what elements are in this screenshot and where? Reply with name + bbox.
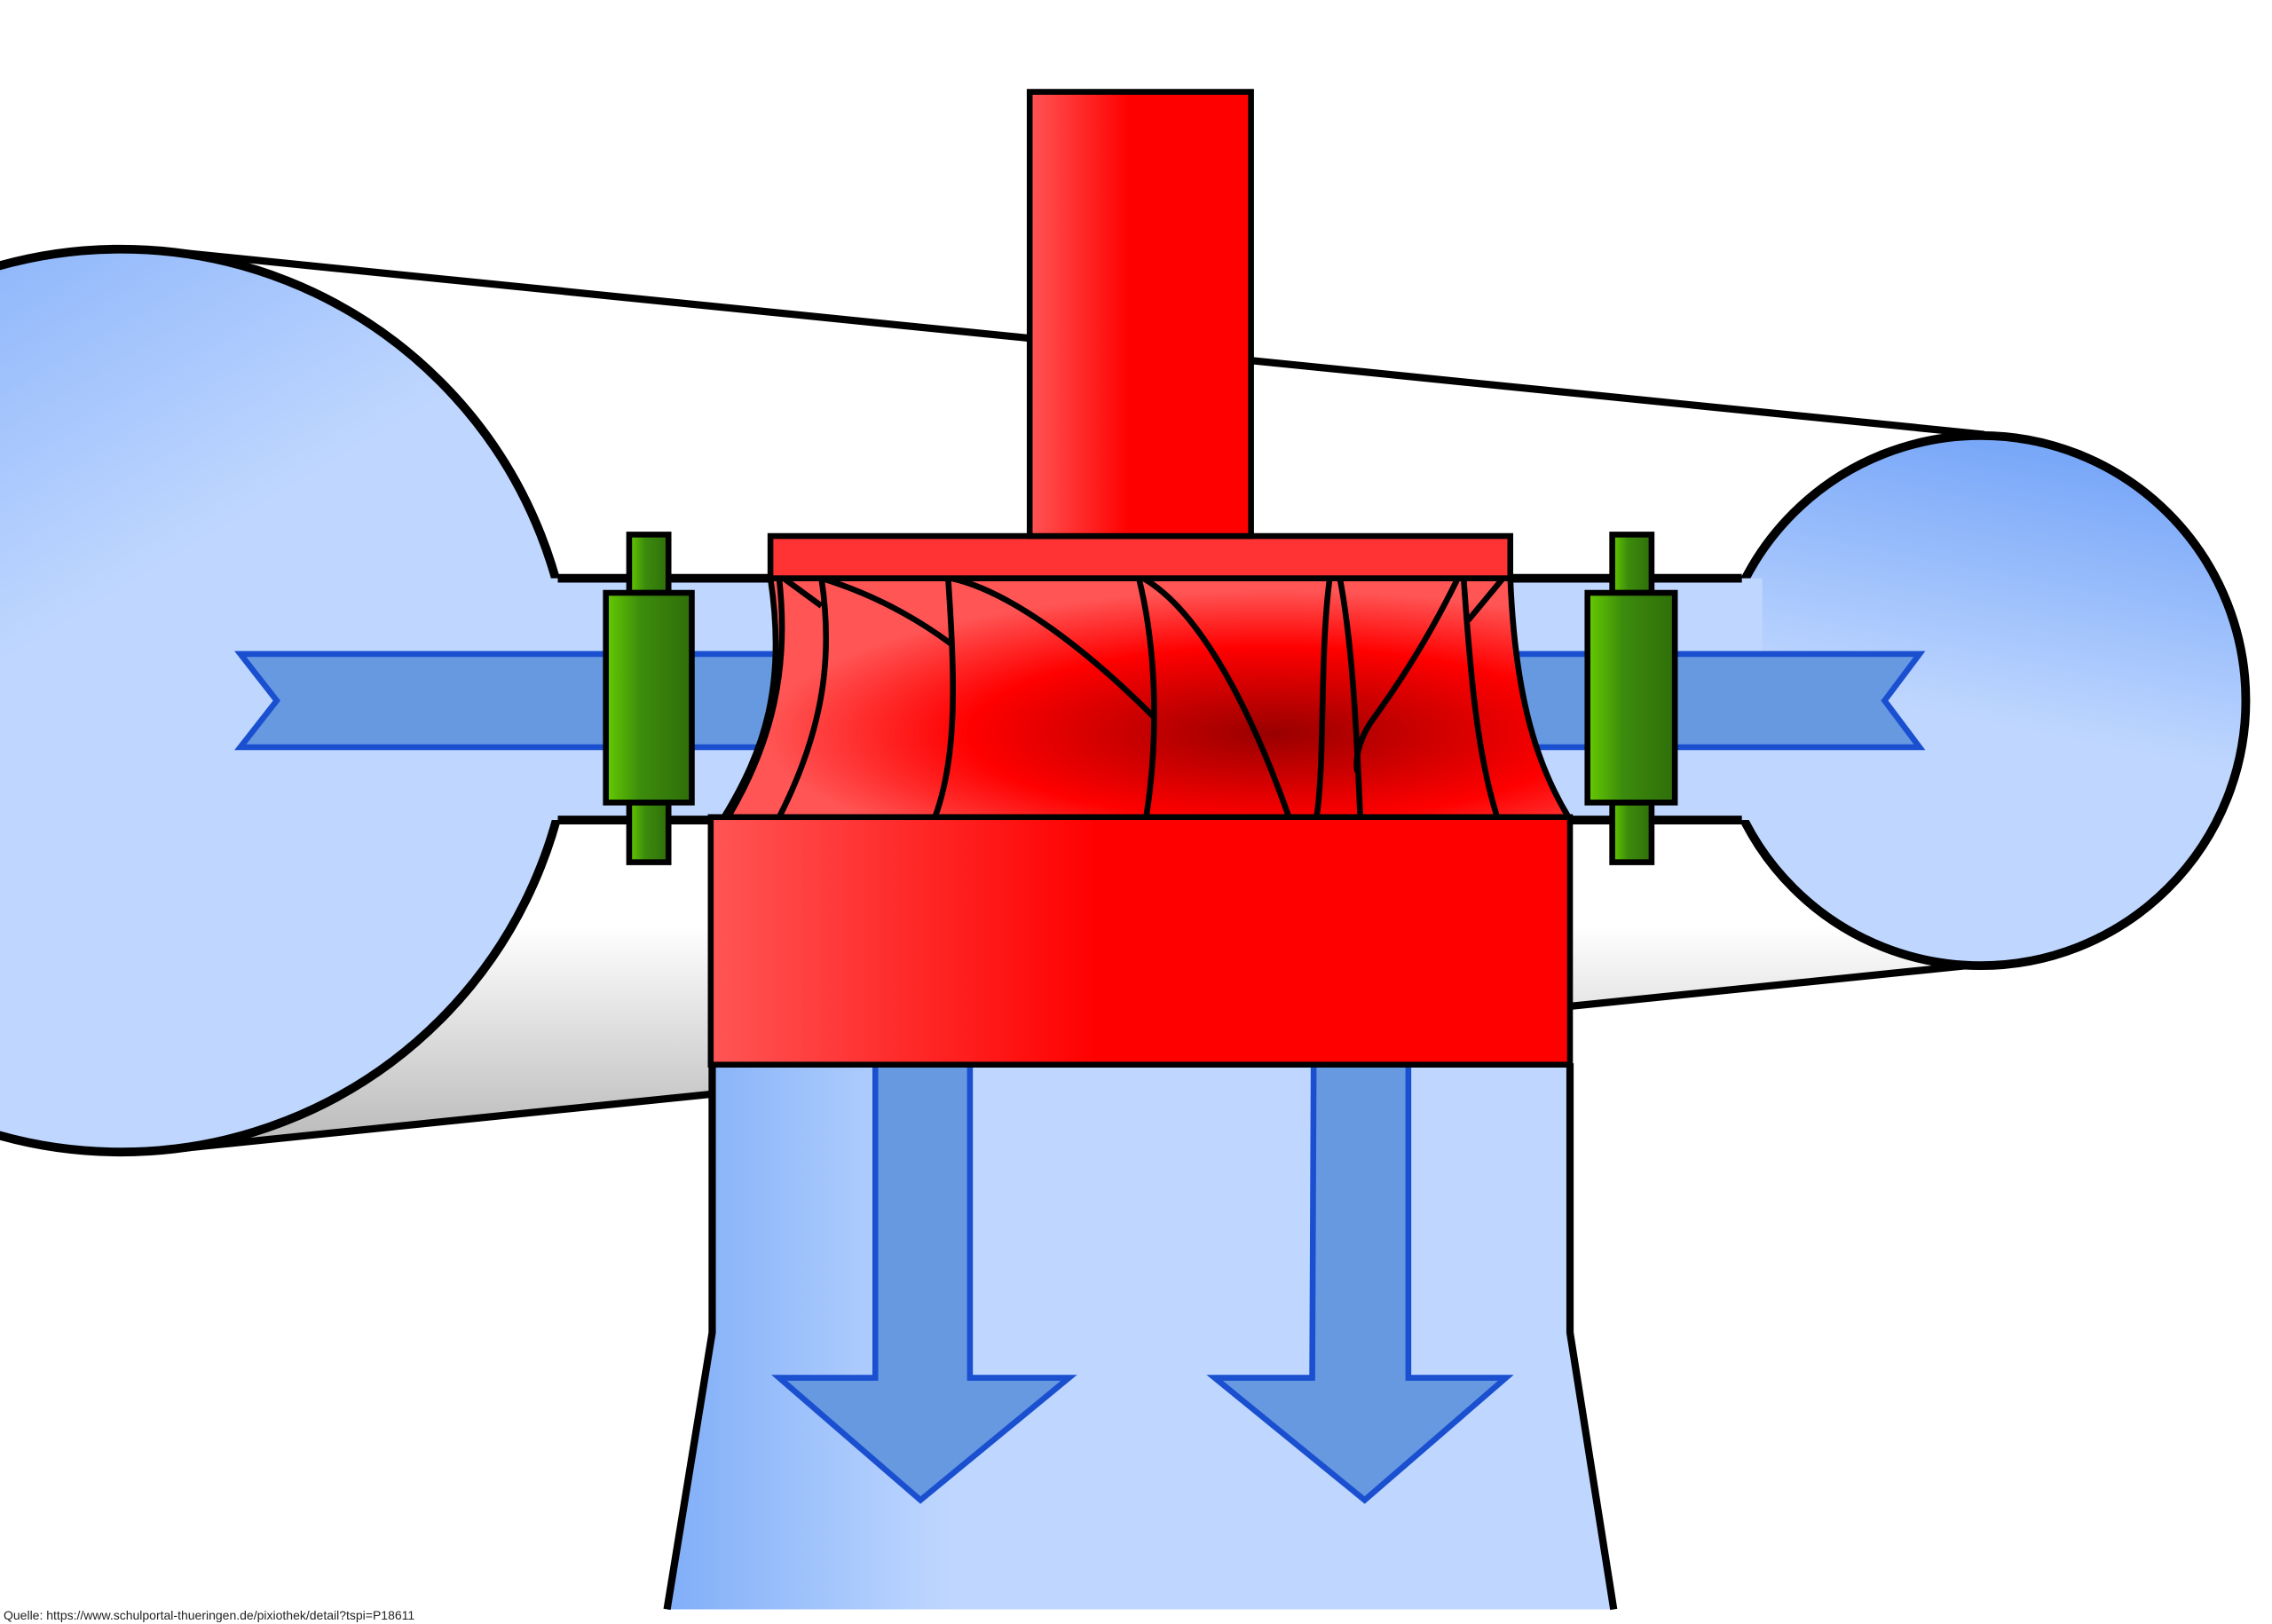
runner-crown xyxy=(767,532,1514,581)
guide-vane-right xyxy=(1584,532,1678,865)
outflow-arrow-right xyxy=(1206,1052,1514,1504)
guide-vane-left xyxy=(603,532,695,865)
draft-tube xyxy=(663,1063,1618,1611)
turbine-shaft xyxy=(1026,89,1254,540)
outflow-arrow-left xyxy=(771,1052,1077,1504)
runner xyxy=(707,532,1574,1068)
runner-blades xyxy=(725,575,1506,819)
runner-band xyxy=(707,814,1574,1068)
source-caption: Quelle: https://www.schulportal-thuering… xyxy=(4,1608,415,1622)
